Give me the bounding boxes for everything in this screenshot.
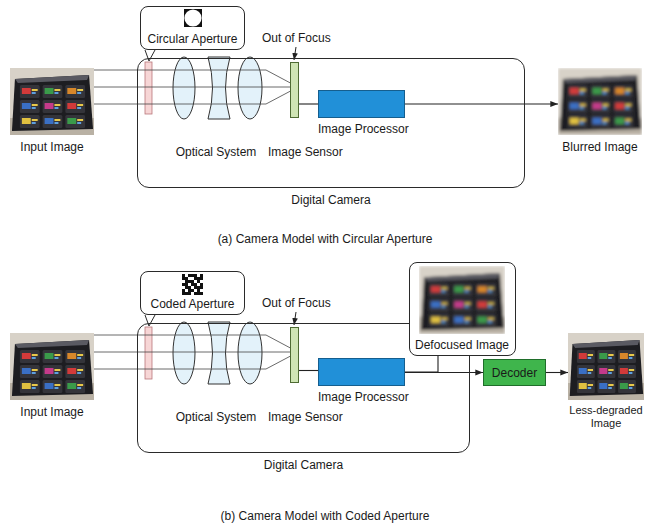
shape-caption: Input Image xyxy=(20,140,83,154)
box-label: Circular Aperture xyxy=(147,32,237,46)
optics-group: Optical System xyxy=(166,56,266,121)
box-label: Defocused Image xyxy=(415,338,509,352)
image-photo: Input Image xyxy=(10,68,94,135)
shape-caption: Input Image xyxy=(20,405,83,419)
annotation-label: Out of Focus xyxy=(262,296,331,310)
signal-connector xyxy=(299,370,318,371)
image-photo: Less-degraded Image xyxy=(568,333,644,400)
optics-group: Optical System xyxy=(166,321,266,386)
image-sensor: Image Sensor xyxy=(290,327,299,383)
shape-caption: Less-degraded Image xyxy=(565,404,647,430)
figure-caption: (a) Camera Model with Circular Aperture xyxy=(218,232,433,246)
image-photo: Blurred Image xyxy=(558,68,642,135)
callout-bubble: Defocused Image xyxy=(409,262,516,356)
light-ray xyxy=(266,70,290,104)
box-label: Coded Aperture xyxy=(150,297,234,311)
callout-bubble: Circular Aperture xyxy=(140,6,245,50)
callout-bubble: Coded Aperture xyxy=(140,271,245,315)
shape-caption: Optical System xyxy=(176,145,257,159)
coded-aperture-icon xyxy=(182,274,203,295)
defocused-photo xyxy=(419,266,505,334)
signal-connector xyxy=(405,372,483,373)
signal-connector xyxy=(405,356,438,372)
processor-box: Image Processor xyxy=(318,90,405,118)
shape-caption: Blurred Image xyxy=(562,140,637,154)
circular-aperture-icon xyxy=(184,9,202,27)
signal-connector xyxy=(405,103,558,104)
shape-caption: Image Sensor xyxy=(268,410,343,424)
input-photo xyxy=(10,333,94,400)
blurred-photo xyxy=(558,68,642,135)
figure-caption: (b) Camera Model with Coded Aperture xyxy=(221,509,430,523)
light-ray xyxy=(266,335,290,369)
decoder-box: Decoder xyxy=(483,359,546,386)
camera-housing: Digital CameraOptical SystemImage Sensor… xyxy=(137,58,525,188)
shape-caption: Digital Camera xyxy=(264,458,343,472)
image-photo: Input Image xyxy=(10,333,94,400)
signal-connector xyxy=(299,103,318,104)
light-ray xyxy=(94,70,166,104)
box-label: Decoder xyxy=(492,366,537,380)
input-photo xyxy=(10,68,94,135)
shape-caption: Image Processor xyxy=(318,122,409,136)
shape-caption: Image Processor xyxy=(318,390,409,404)
shape-caption: Image Sensor xyxy=(268,145,343,159)
shape-caption: Digital Camera xyxy=(291,193,370,207)
shape-caption: Optical System xyxy=(176,410,257,424)
light-ray xyxy=(94,335,166,369)
annotation-label: Out of Focus xyxy=(262,31,331,45)
processor-box: Image Processor xyxy=(318,358,405,386)
image-sensor: Image Sensor xyxy=(290,62,299,118)
signal-connector xyxy=(546,372,568,373)
restored-photo xyxy=(568,333,644,400)
